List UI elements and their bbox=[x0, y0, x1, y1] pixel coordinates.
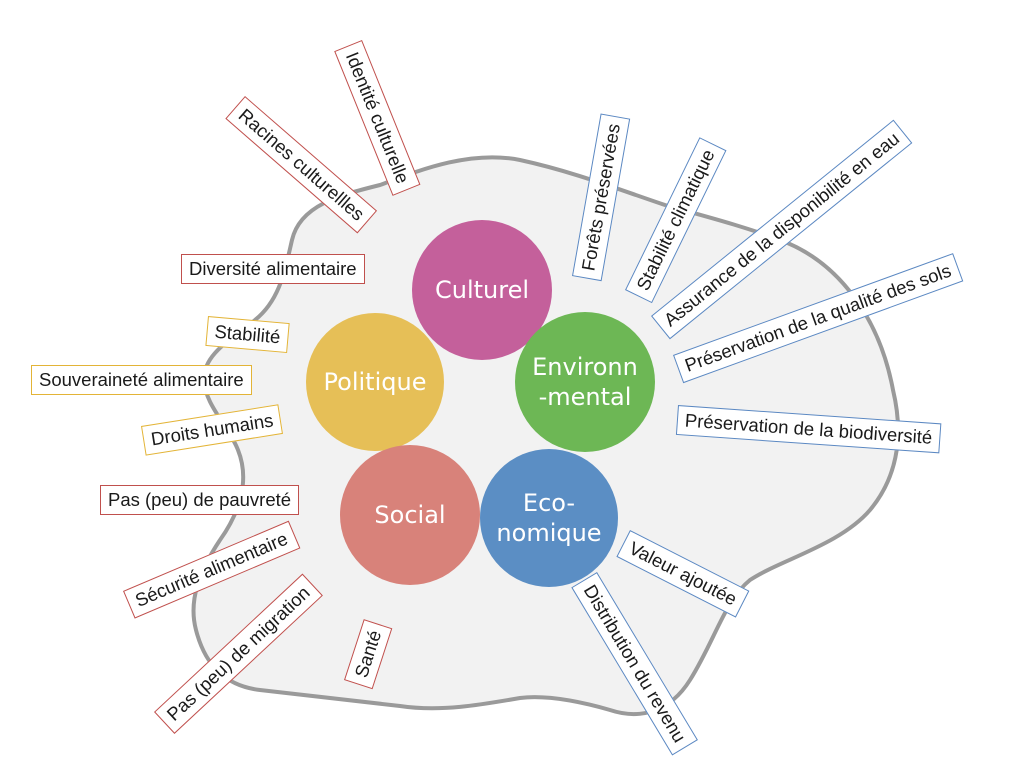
circle-economique: Eco- nomique bbox=[480, 449, 618, 587]
circle-social: Social bbox=[340, 445, 480, 585]
circle-environnemental: Environn -mental bbox=[515, 312, 655, 452]
label-souverainete-alimentaire: Souveraineté alimentaire bbox=[31, 365, 252, 395]
circle-politique: Politique bbox=[306, 313, 444, 451]
circle-culturel: Culturel bbox=[412, 220, 552, 360]
label-pas-peu-de-pauvrete: Pas (peu) de pauvreté bbox=[100, 485, 300, 515]
label-diversite-alimentaire: Diversité alimentaire bbox=[181, 254, 365, 284]
